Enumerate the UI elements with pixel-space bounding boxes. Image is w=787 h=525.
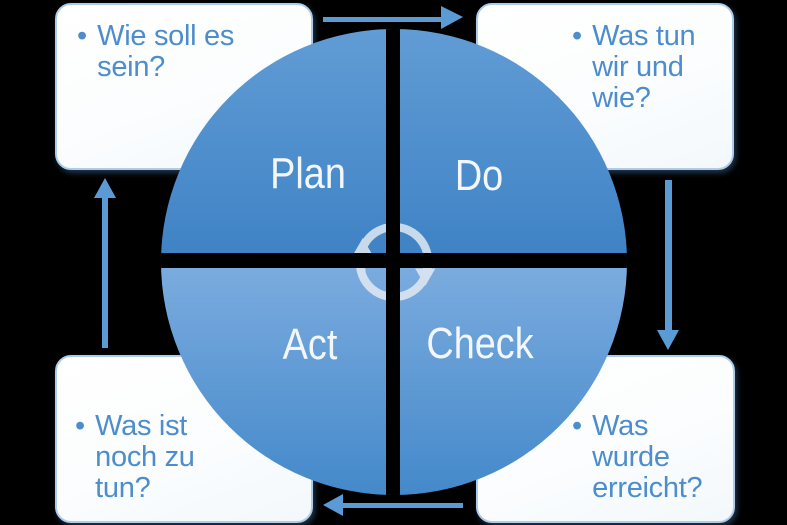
arrow-right-icon	[441, 6, 463, 29]
quadrant-label-check: Check	[426, 319, 534, 368]
bullet-icon: •	[75, 410, 86, 442]
arrow-shaft	[665, 180, 672, 331]
quadrant-check	[394, 262, 627, 495]
pdca-circle: Plan Do Act Check	[161, 29, 627, 495]
arrow-shaft	[323, 17, 443, 22]
quadrant-label-plan: Plan	[270, 149, 346, 198]
quadrant-do	[394, 29, 627, 262]
bullet-icon: •	[77, 20, 88, 52]
arrow-down-icon	[657, 330, 679, 350]
quadrant-label-act: Act	[282, 320, 338, 369]
arrow-shaft	[341, 503, 463, 508]
quadrant-act	[161, 262, 394, 495]
quadrant-label-do: Do	[454, 151, 504, 200]
divider-horizontal	[161, 253, 627, 268]
arrow-left-icon	[323, 494, 343, 516]
arrow-up-icon	[94, 178, 116, 198]
quadrant-plan	[161, 29, 394, 262]
arrow-shaft	[102, 198, 108, 348]
